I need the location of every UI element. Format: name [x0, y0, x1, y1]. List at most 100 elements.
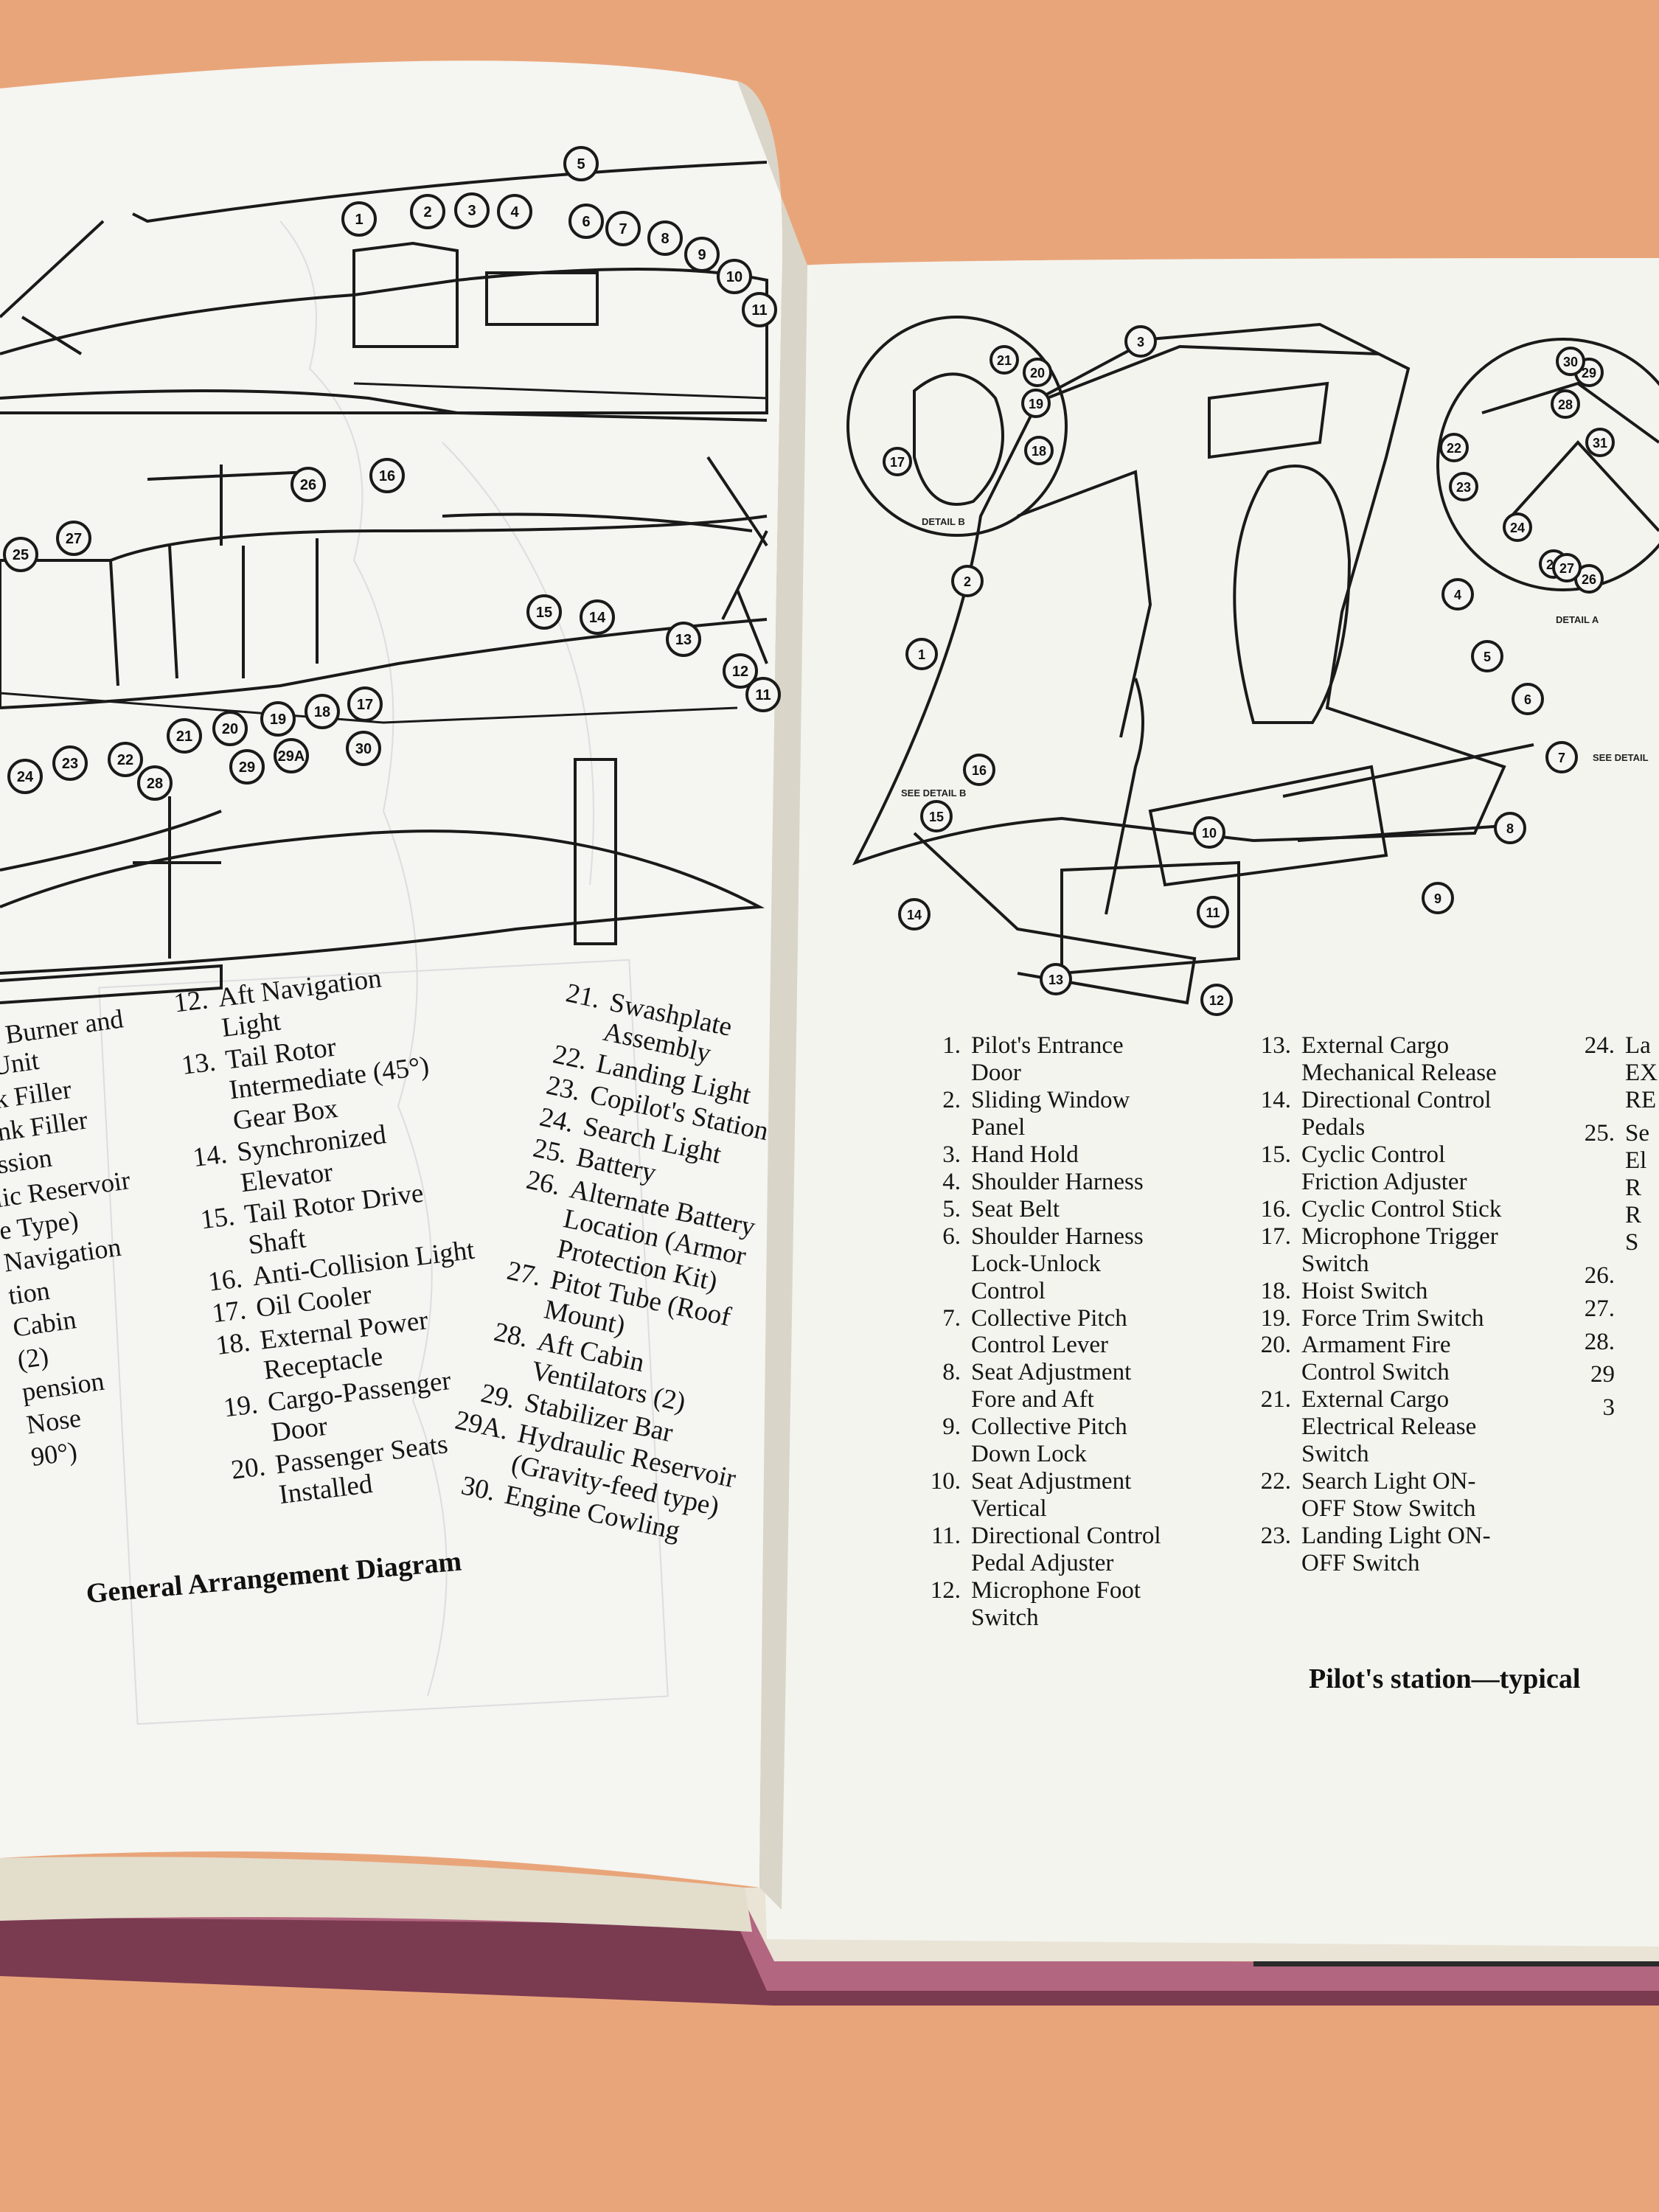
legend-item: 1. Pilot's Entrance Door: [903, 1032, 1161, 1087]
callout-label: 21: [176, 728, 192, 745]
legend-text: Microphone Foot Switch: [971, 1577, 1141, 1632]
legend-number: 15.: [1260, 1141, 1291, 1168]
gutter-shadow: [737, 81, 807, 1910]
callout-circle: [580, 599, 615, 635]
legend-number: 20.: [1260, 1332, 1291, 1359]
legend-text: Pilot's Entrance Door: [971, 1032, 1124, 1086]
right-page: [757, 258, 1659, 1947]
callout-circle: [260, 701, 296, 737]
callout-circle: [1021, 389, 1051, 418]
legend-number: 3.: [942, 1141, 961, 1168]
callout-circle: [1439, 433, 1469, 462]
legend-number: 8.: [942, 1359, 961, 1386]
callout-label: 8: [1506, 821, 1514, 836]
callout-label: 23: [1456, 480, 1471, 495]
callout-label: 5: [577, 156, 585, 173]
legend-text: Armament Fire Control Switch: [1301, 1332, 1451, 1386]
legend-number: 3: [1602, 1394, 1615, 1422]
callout-label: 2: [964, 574, 971, 589]
callout-circle: [717, 259, 752, 294]
callout-label: 6: [1524, 692, 1531, 707]
legend-text: External Cargo Electrical Release Switch: [1301, 1386, 1477, 1468]
callout-label: 14: [589, 610, 606, 626]
legend-text: Force Trim Switch: [1301, 1304, 1484, 1332]
callout-label: 5: [1484, 650, 1491, 664]
callout-circle: [229, 749, 265, 785]
legend-item: 9. Collective Pitch Down Lock: [903, 1413, 1161, 1468]
callout-label: 26: [300, 477, 316, 493]
legend-number: 4.: [942, 1168, 961, 1195]
see-detail-b-label: SEE DETAIL B: [901, 787, 966, 799]
callout-circle: [1512, 683, 1544, 715]
callout-label: 29: [239, 759, 255, 776]
legend-item: 21.External Cargo Electrical Release Swi…: [1228, 1386, 1501, 1468]
callout-label: 11: [751, 302, 767, 319]
legend-item: 15.Cyclic Control Friction Adjuster: [1228, 1141, 1501, 1196]
legend-item: 2.Sliding Window Panel: [903, 1087, 1161, 1141]
legend-item: 17.Microphone Trigger Switch: [1228, 1223, 1501, 1278]
legend-text: Hand Hold: [971, 1141, 1079, 1168]
legend-text: Hoist Switch: [1301, 1277, 1428, 1304]
left-page-stack: [0, 1857, 752, 1932]
legend-item: 4.Shoulder Harness: [903, 1169, 1161, 1196]
callout-label: 29: [1582, 366, 1596, 380]
callout-circle: [1422, 882, 1454, 914]
callout-label: 25: [13, 547, 29, 563]
callout-circle: [1023, 358, 1052, 387]
legend-item: 3: [1563, 1394, 1658, 1422]
callout-label: 27: [66, 531, 82, 547]
legend-text: Collective Pitch Down Lock: [971, 1413, 1127, 1468]
callout-label: 21: [997, 353, 1012, 368]
legend-number: 15.: [198, 1201, 237, 1236]
see-detail-label: SEE DETAIL: [1593, 752, 1649, 763]
legend-number: 13.: [179, 1046, 218, 1081]
legend-item: 23.Landing Light ON- OFF Switch: [1228, 1523, 1501, 1577]
callout-label: 22: [1447, 441, 1461, 456]
legend-number: 10.: [930, 1468, 961, 1495]
legend-item: 29: [1563, 1361, 1658, 1388]
callout-circle: [1494, 812, 1526, 844]
legend-item: 24.La EX RE: [1563, 1032, 1658, 1114]
callout-label: 13: [1048, 973, 1063, 987]
legend-number: 1.: [942, 1032, 961, 1059]
callout-label: 13: [675, 632, 692, 648]
legend-item: 13.External Cargo Mechanical Release: [1228, 1032, 1501, 1087]
callout-circle: [951, 565, 984, 597]
callout-circle: [1471, 640, 1503, 672]
callout-label: 20: [222, 721, 238, 737]
callout-circle: [898, 898, 931, 931]
callout-circle: [497, 194, 532, 229]
callout-circle: [1040, 963, 1072, 995]
detail-b-circle: [846, 316, 1068, 537]
callout-circle: [1124, 325, 1157, 358]
callout-circle: [410, 194, 445, 229]
callout-circle: [684, 237, 720, 272]
legend-number: 6.: [942, 1222, 961, 1250]
callout-label: 19: [1029, 397, 1043, 411]
legend-item: 6.Shoulder Harness Lock-Unlock Control: [903, 1223, 1161, 1305]
callout-circle: [1024, 436, 1054, 465]
callout-label: 28: [147, 776, 163, 792]
legend-item: 28.: [1563, 1329, 1658, 1356]
callout-circle: [1441, 578, 1474, 611]
detail-labels: DETAIL B DETAIL A SEE DETAIL B SEE DETAI…: [901, 516, 1649, 799]
callout-label: 18: [314, 704, 330, 720]
callout-label: 17: [357, 697, 373, 713]
legend-number: 20.: [229, 1451, 268, 1486]
legend-number: 9.: [942, 1413, 961, 1441]
legend-number: 25.: [1584, 1119, 1615, 1147]
legend-number: 23.: [1260, 1523, 1291, 1550]
callout-circle: [1585, 428, 1615, 457]
legend-number: 12.: [930, 1577, 961, 1604]
callout-label: 12: [1209, 993, 1224, 1008]
callout-label: 19: [270, 712, 286, 728]
callout-circle: [920, 800, 953, 832]
legend-text: (2): [15, 1341, 51, 1375]
cockpit-drawing: [852, 322, 1534, 1005]
callout-circle: [963, 754, 995, 786]
legend-text: Se El R R S: [1625, 1119, 1649, 1256]
legend-number: 14.: [1260, 1086, 1291, 1113]
callout-label: 24: [1510, 521, 1525, 535]
